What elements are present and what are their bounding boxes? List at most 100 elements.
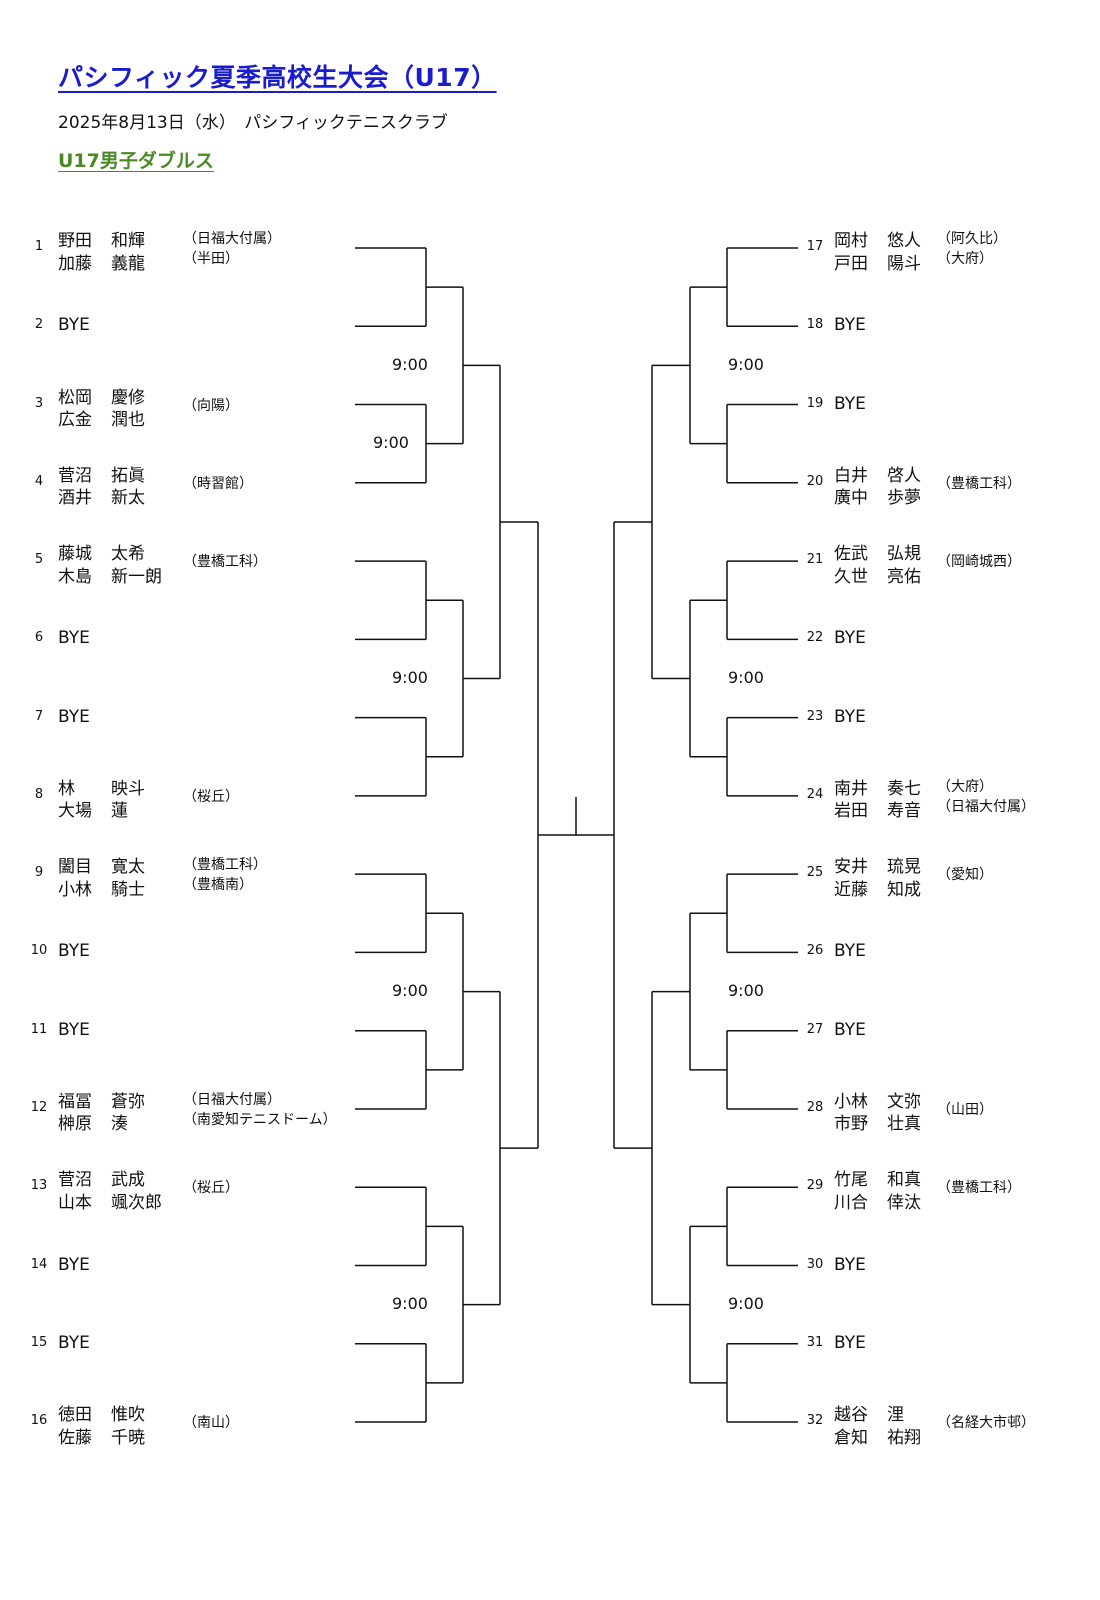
bye-label: BYE (58, 1332, 90, 1353)
player-given-name: 拓眞 (111, 465, 145, 486)
bye-label: BYE (58, 315, 90, 336)
player-given-name: 新太 (111, 488, 145, 509)
entry-number: 4 (34, 473, 44, 489)
match-time: 9:00 (728, 355, 764, 374)
player-given-name: 知成 (887, 879, 921, 900)
player-given-name: 騎士 (111, 879, 145, 900)
entry-number: 10 (30, 943, 48, 959)
player-given-name: 義龍 (111, 253, 145, 274)
club-name: （桜丘） (183, 1180, 239, 1197)
player-given-name: 陽斗 (887, 253, 921, 274)
club-name: （豊橋南） (183, 877, 253, 894)
entry-number: 28 (806, 1099, 824, 1115)
player-surname: 大場 (58, 801, 92, 822)
entry-number: 6 (34, 630, 44, 646)
bye-label: BYE (834, 315, 866, 336)
player-surname: 久世 (834, 566, 868, 587)
player-surname: 酒井 (58, 488, 92, 509)
entry-number: 15 (30, 1334, 48, 1350)
player-given-name: 新一朗 (111, 566, 162, 587)
match-time: 9:00 (392, 981, 428, 1000)
bye-label: BYE (834, 941, 866, 962)
entry-number: 18 (806, 317, 824, 333)
club-name: （阿久比） (937, 231, 1007, 247)
player-given-name: 蓮 (111, 801, 128, 822)
player-surname: 倉知 (834, 1427, 868, 1448)
tournament-title: パシフィック夏季高校生大会（U17） (58, 63, 497, 92)
player-surname: 菅沼 (58, 465, 92, 486)
player-surname: 藤城 (58, 544, 92, 565)
entry-number: 2 (34, 317, 44, 333)
entry-number: 11 (30, 1021, 48, 1037)
club-name: （山田） (937, 1101, 993, 1118)
player-given-name: 寛太 (111, 857, 145, 878)
match-time: 9:00 (392, 355, 428, 374)
player-surname: 松岡 (58, 387, 92, 408)
player-given-name: 文弥 (887, 1091, 921, 1112)
player-given-name: 潤也 (111, 410, 145, 431)
player-surname: 安井 (834, 857, 868, 878)
bye-label: BYE (58, 628, 90, 649)
entry-number: 13 (30, 1178, 48, 1194)
club-name: （日福大付属） (183, 231, 281, 247)
entry-number: 5 (34, 552, 44, 568)
entry-number: 8 (34, 786, 44, 802)
player-given-name: 太希 (111, 544, 145, 565)
bye-label: BYE (834, 1332, 866, 1353)
match-time: 9:00 (392, 668, 428, 687)
club-name: （豊橋工科） (183, 554, 267, 571)
bye-label: BYE (834, 628, 866, 649)
player-surname: 岡村 (834, 231, 868, 251)
entry-number: 31 (806, 1334, 824, 1350)
bye-label: BYE (58, 706, 90, 727)
player-given-name: 悠人 (887, 231, 921, 251)
entry-number: 27 (806, 1021, 824, 1037)
match-time: 9:00 (373, 433, 409, 452)
club-name: （半田） (183, 251, 239, 267)
club-name: （南愛知テニスドーム） (183, 1111, 337, 1128)
player-given-name: 颯次郎 (111, 1192, 162, 1213)
entry-number: 7 (34, 708, 44, 724)
entry-number: 22 (806, 630, 824, 646)
player-surname: 菅沼 (58, 1170, 92, 1191)
bye-label: BYE (834, 1019, 866, 1040)
player-surname: 南井 (834, 778, 868, 799)
bye-label: BYE (834, 706, 866, 727)
entry-number: 20 (806, 473, 824, 489)
entry-number: 12 (30, 1099, 48, 1115)
bye-label: BYE (58, 941, 90, 962)
player-given-name: 千暁 (111, 1427, 145, 1448)
player-surname: 小林 (58, 879, 92, 900)
player-given-name: 倖汰 (887, 1192, 921, 1213)
player-given-name: 奏七 (887, 778, 921, 799)
player-given-name: 啓人 (887, 465, 921, 486)
club-name: （向陽） (183, 397, 239, 414)
bye-label: BYE (58, 1019, 90, 1040)
player-given-name: 浬 (887, 1405, 904, 1426)
player-surname: 広金 (58, 410, 92, 431)
entry-number: 1 (34, 239, 44, 254)
entry-number: 3 (34, 395, 44, 411)
player-surname: 川合 (834, 1192, 868, 1213)
club-name: （名経大市邨） (937, 1415, 1035, 1432)
club-name: （日福大付属） (183, 1091, 281, 1108)
player-given-name: 琉晃 (887, 857, 921, 878)
bye-label: BYE (58, 1254, 90, 1275)
player-surname: 福冨 (58, 1091, 92, 1112)
player-surname: 白井 (834, 465, 868, 486)
club-name: （時習館） (183, 475, 253, 492)
player-given-name: 蒼弥 (111, 1091, 145, 1112)
player-surname: 加藤 (58, 253, 92, 274)
player-surname: 佐藤 (58, 1427, 92, 1448)
player-given-name: 祐翔 (887, 1427, 921, 1448)
player-surname: 市野 (834, 1114, 868, 1135)
player-given-name: 和真 (887, 1170, 921, 1191)
player-surname: 山本 (58, 1192, 92, 1213)
player-surname: 越谷 (834, 1405, 868, 1426)
club-name: （豊橋工科） (937, 475, 1021, 492)
club-name: （大府） (937, 778, 993, 795)
player-surname: 竹尾 (834, 1170, 868, 1191)
entry-number: 32 (806, 1413, 824, 1429)
player-surname: 野田 (58, 231, 92, 251)
